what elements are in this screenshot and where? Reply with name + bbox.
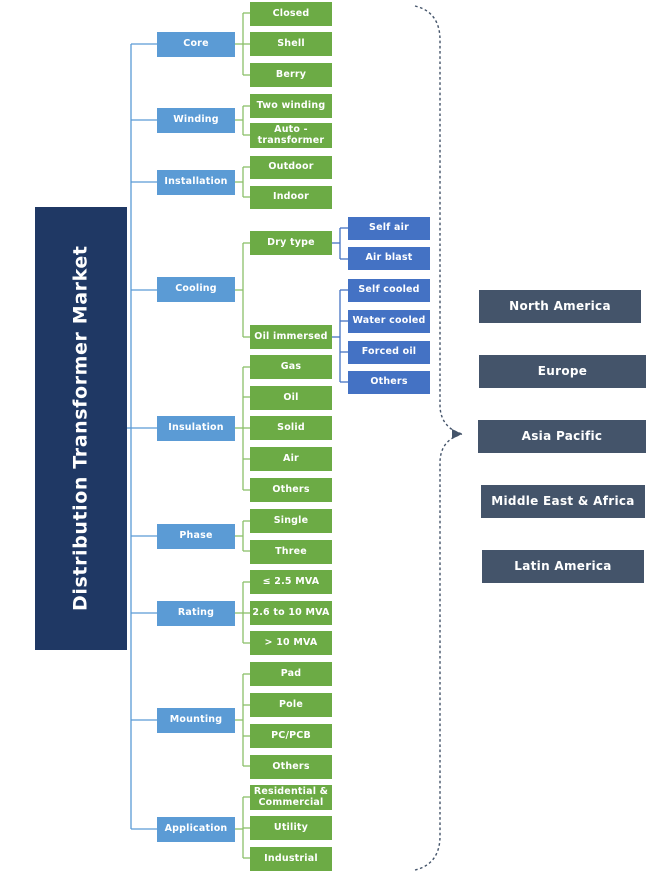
subsegment-berry[interactable]: Berry [250,63,332,87]
subsegment-outdoor[interactable]: Outdoor [250,156,332,179]
region-middle-east-africa[interactable]: Middle East & Africa [481,485,645,518]
subsegment-rating-gt-10-mva[interactable]: > 10 MVA [250,631,332,655]
subsegment-pad[interactable]: Pad [250,662,332,686]
subsubsegment-air-blast[interactable]: Air blast [348,247,430,270]
subsegment-dry-type[interactable]: Dry type [250,231,332,255]
segment-core[interactable]: Core [157,32,235,57]
subsubsegment-water-cooled[interactable]: Water cooled [348,310,430,333]
segment-winding[interactable]: Winding [157,108,235,133]
subsubsegment-self-cooled[interactable]: Self cooled [348,279,430,302]
segment-rating[interactable]: Rating [157,601,235,626]
subsegment-autotransformer[interactable]: Auto - transformer [250,123,332,148]
subsegment-single[interactable]: Single [250,509,332,533]
subsegment-air[interactable]: Air [250,447,332,471]
segment-phase[interactable]: Phase [157,524,235,549]
subsegment-residential-commercial[interactable]: Residential & Commercial [250,785,332,810]
segment-cooling[interactable]: Cooling [157,277,235,302]
subsubsegment-cooling-others[interactable]: Others [348,371,430,394]
subsegment-closed[interactable]: Closed [250,2,332,26]
subsegment-industrial[interactable]: Industrial [250,847,332,871]
subsegment-pc-pcb[interactable]: PC/PCB [250,724,332,748]
subsegment-two-winding[interactable]: Two winding [250,94,332,118]
subsegment-rating-le-2-5-mva[interactable]: ≤ 2.5 MVA [250,570,332,594]
subsegment-oil-immersed[interactable]: Oil immersed [250,325,332,349]
segment-application[interactable]: Application [157,817,235,842]
root-node-distribution-transformer-market[interactable]: Distribution Transformer Market [35,207,127,650]
subsegment-shell[interactable]: Shell [250,32,332,56]
subsegment-solid[interactable]: Solid [250,416,332,440]
region-latin-america[interactable]: Latin America [482,550,644,583]
region-asia-pacific[interactable]: Asia Pacific [478,420,646,453]
segment-insulation[interactable]: Insulation [157,416,235,441]
subsegment-oil[interactable]: Oil [250,386,332,410]
subsubsegment-self-air[interactable]: Self air [348,217,430,240]
subsegment-pole[interactable]: Pole [250,693,332,717]
region-europe[interactable]: Europe [479,355,646,388]
subsegment-gas[interactable]: Gas [250,355,332,379]
subsegment-mounting-others[interactable]: Others [250,755,332,779]
segment-installation[interactable]: Installation [157,170,235,195]
subsegment-three[interactable]: Three [250,540,332,564]
subsegment-insulation-others[interactable]: Others [250,478,332,502]
subsegment-utility[interactable]: Utility [250,816,332,840]
subsegment-rating-2-6-to-10-mva[interactable]: 2.6 to 10 MVA [250,601,332,625]
region-north-america[interactable]: North America [479,290,641,323]
segment-mounting[interactable]: Mounting [157,708,235,733]
bracket-arrow [452,429,462,439]
subsubsegment-forced-oil[interactable]: Forced oil [348,341,430,364]
subsegment-indoor[interactable]: Indoor [250,186,332,209]
